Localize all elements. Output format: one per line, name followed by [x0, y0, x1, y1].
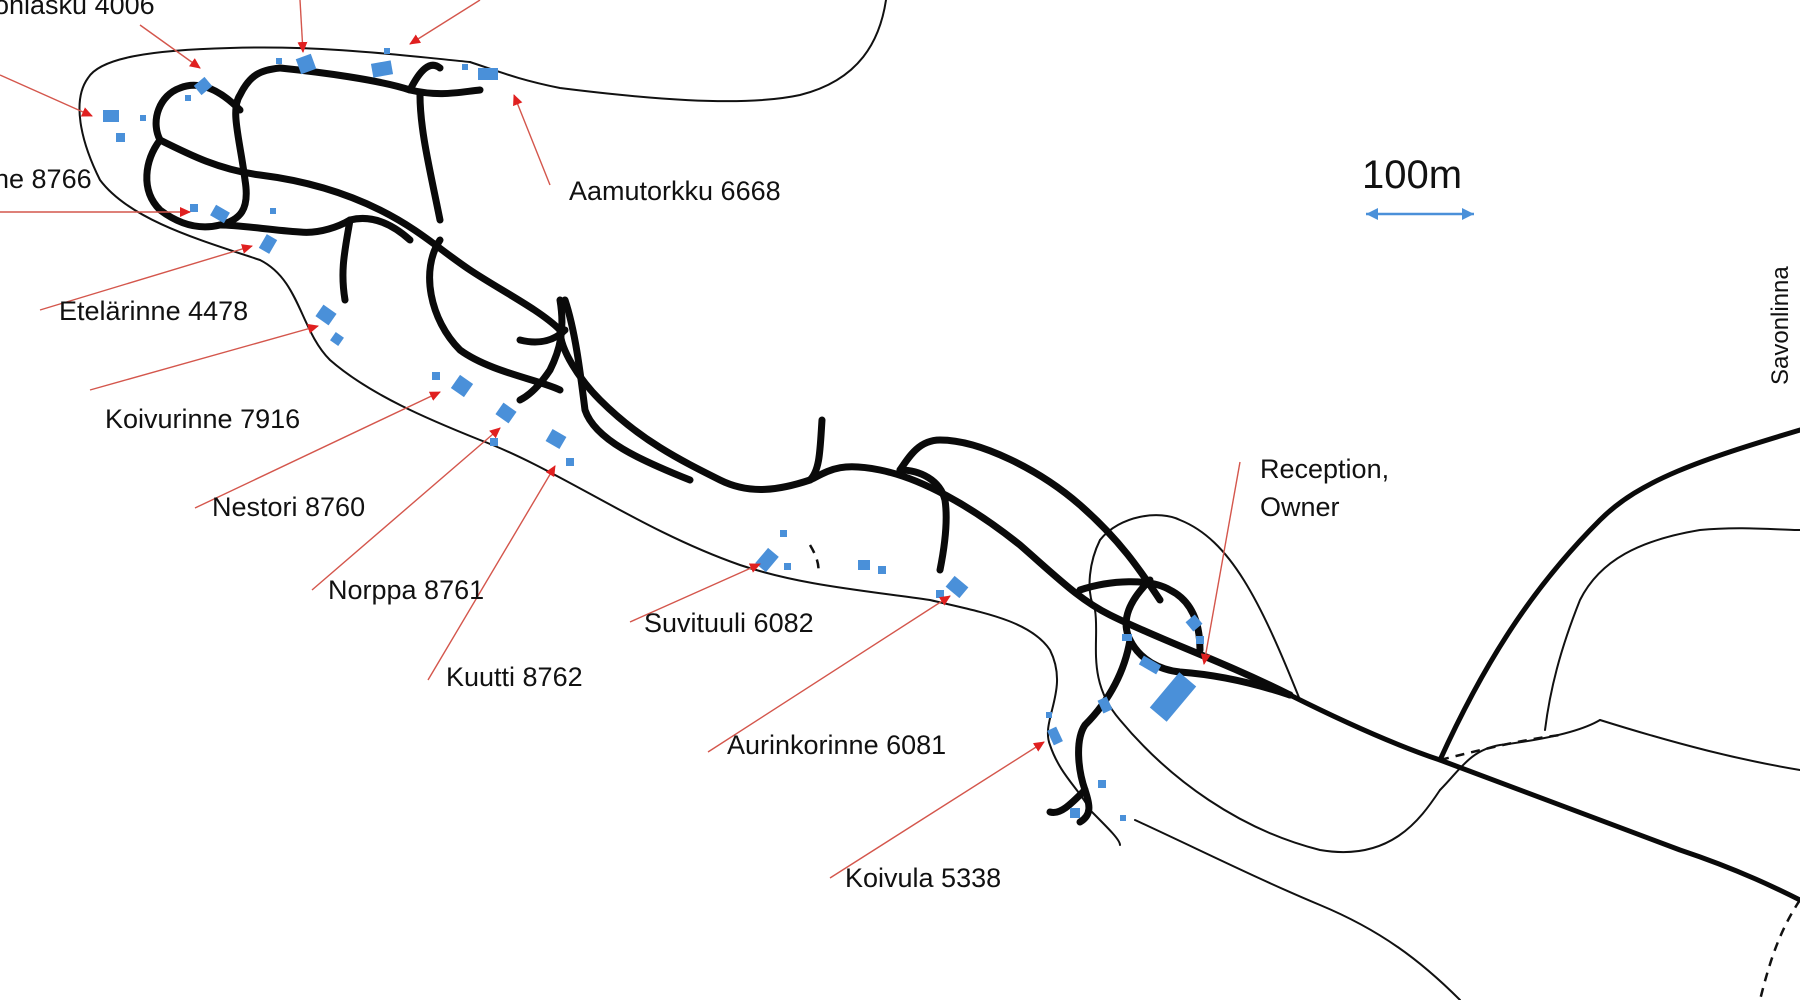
cottage-label: Aamutorkku 6668 [569, 176, 781, 206]
road-network [143, 61, 1294, 826]
footpath [1439, 733, 1561, 762]
cottage-label: Koivula 5338 [845, 863, 1001, 893]
leader-lines [0, 0, 1241, 879]
reception-label-line2: Owner [1260, 492, 1340, 522]
footpath [808, 544, 820, 576]
scale-bar-label: 100m [1362, 153, 1462, 197]
reception-label: Reception, Owner [1260, 454, 1389, 522]
reception-label-line1: Reception, [1260, 454, 1389, 484]
cottage-label: Suvituuli 6082 [644, 608, 814, 638]
cottage-label: Aurinkorinne 6081 [727, 730, 946, 760]
cottage-label: Norppa 8761 [328, 575, 484, 605]
cottage-label: Kuutti 8762 [446, 662, 583, 692]
cottage-labels: ohiasku 4006 ne 8766 Aamutorkku 6668 Ete… [0, 0, 1001, 893]
cottage-label: Etelärinne 4478 [59, 296, 248, 326]
cottage-label: ohiasku 4006 [0, 0, 155, 20]
scale-bar: 100m [1362, 153, 1474, 220]
main-road [1287, 427, 1800, 903]
cottage-label: ne 8766 [0, 164, 92, 194]
cottage-label: Koivurinne 7916 [105, 404, 300, 434]
cottage-label: Nestori 8760 [212, 492, 365, 522]
footpath [1758, 899, 1800, 1000]
buildings [103, 48, 1204, 821]
edge-road-label: Savonlinna [1767, 266, 1794, 385]
